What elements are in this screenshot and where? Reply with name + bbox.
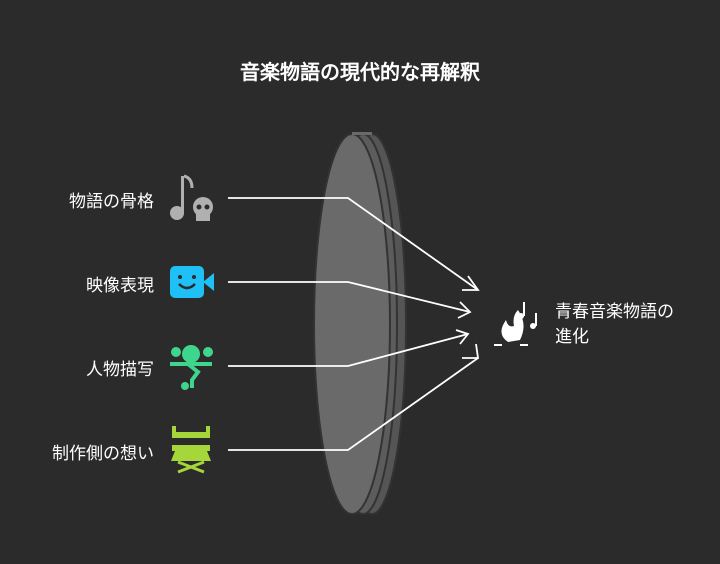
input-label-character-portrayal: 人物描写: [86, 360, 154, 380]
output-label-line1: 青春音楽物語の: [555, 302, 674, 322]
connector-arrows: [228, 197, 480, 451]
diagram-title: 音楽物語の現代的な再解釈: [240, 60, 480, 84]
input-label-creator-intent: 制作側の想い: [52, 444, 154, 464]
dancing-person-icon: [170, 345, 213, 390]
video-camera-icon: [170, 266, 214, 298]
music-skull-icon: [170, 174, 213, 221]
campfire-music-icon: [494, 302, 537, 346]
input-label-story-skeleton: 物語の骨格: [69, 192, 154, 212]
director-chair-icon: [171, 426, 211, 474]
output-label: 青春音楽物語の 進化: [555, 300, 705, 350]
output-label-line2: 進化: [555, 327, 589, 347]
input-label-visual-expression: 映像表現: [86, 276, 154, 296]
lens-shape: [313, 132, 407, 515]
